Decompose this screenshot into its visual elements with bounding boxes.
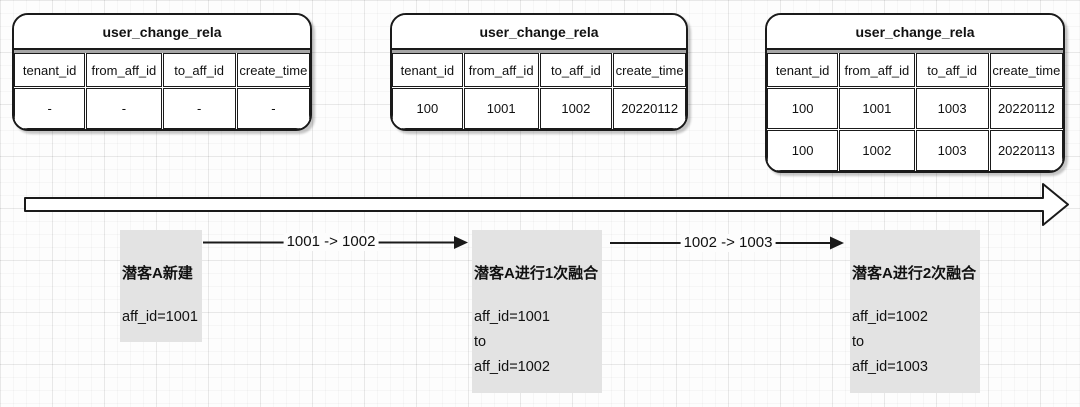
table-grid: tenant_id from_aff_id to_aff_id create_t… xyxy=(14,53,310,129)
table-cell: 1003 xyxy=(915,130,989,171)
transition-label: 1002 -> 1003 xyxy=(680,234,776,252)
table-title: user_change_rela xyxy=(14,15,310,50)
column-header: create_time xyxy=(613,53,686,87)
column-header: to_aff_id xyxy=(915,53,989,87)
db-table-after-second-merge: user_change_rela tenant_id from_aff_id t… xyxy=(765,13,1065,173)
transition-arrowhead-1 xyxy=(454,236,468,249)
table-cell: 20220112 xyxy=(989,88,1063,129)
db-table-after-first-merge: user_change_rela tenant_id from_aff_id t… xyxy=(390,13,688,131)
phase-line: aff_id=1001 xyxy=(474,309,550,325)
phase-box-first-merge: 潜客A进行1次融合 aff_id=1001 to aff_id=1002 xyxy=(472,230,602,393)
phase-box-second-merge: 潜客A进行2次融合 aff_id=1002 to aff_id=1003 xyxy=(850,230,980,393)
phase-line: aff_id=1001 xyxy=(122,309,198,325)
column-header: create_time xyxy=(236,53,310,87)
table-header-band xyxy=(767,50,1063,53)
table-grid: tenant_id from_aff_id to_aff_id create_t… xyxy=(392,53,686,129)
phase-title: 潜客A进行2次融合 xyxy=(852,265,977,282)
table-cell: - xyxy=(14,88,86,129)
phase-box-created: 潜客A新建 aff_id=1001 xyxy=(120,230,202,342)
db-table-initial: user_change_rela tenant_id from_aff_id t… xyxy=(12,13,312,131)
table-cell: 1001 xyxy=(463,88,539,129)
phase-title: 潜客A进行1次融合 xyxy=(474,265,599,282)
column-header: tenant_id xyxy=(392,53,463,87)
table-cell: 1003 xyxy=(915,88,989,129)
column-header: from_aff_id xyxy=(86,53,162,87)
phase-title: 潜客A新建 xyxy=(122,265,193,282)
column-header: tenant_id xyxy=(14,53,86,87)
phase-line: to xyxy=(474,334,487,350)
column-header: to_aff_id xyxy=(539,53,613,87)
phase-line: to xyxy=(852,334,865,350)
table-header-band xyxy=(14,50,310,53)
table-header-band xyxy=(392,50,686,53)
table-cell: 1002 xyxy=(539,88,613,129)
table-cell: - xyxy=(236,88,310,129)
table-cell: 1001 xyxy=(839,88,915,129)
transition-arrowhead-2 xyxy=(830,236,844,250)
table-cell: 100 xyxy=(767,88,839,129)
transition-label: 1001 -> 1002 xyxy=(283,233,379,251)
table-cell: 1002 xyxy=(839,130,915,171)
timeline-arrow xyxy=(24,183,1069,226)
column-header: tenant_id xyxy=(767,53,839,87)
table-cell: - xyxy=(86,88,162,129)
table-cell: - xyxy=(162,88,236,129)
table-title: user_change_rela xyxy=(767,15,1063,50)
table-grid: tenant_id from_aff_id to_aff_id create_t… xyxy=(767,53,1063,171)
phase-line: aff_id=1002 xyxy=(474,359,550,375)
phase-line: aff_id=1003 xyxy=(852,359,928,375)
column-header: from_aff_id xyxy=(463,53,539,87)
phase-line: aff_id=1002 xyxy=(852,309,928,325)
table-title: user_change_rela xyxy=(392,15,686,50)
column-header: create_time xyxy=(989,53,1063,87)
table-cell: 20220112 xyxy=(613,88,686,129)
column-header: to_aff_id xyxy=(162,53,236,87)
column-header: from_aff_id xyxy=(839,53,915,87)
table-cell: 100 xyxy=(767,130,839,171)
table-cell: 100 xyxy=(392,88,463,129)
table-cell: 20220113 xyxy=(989,130,1063,171)
